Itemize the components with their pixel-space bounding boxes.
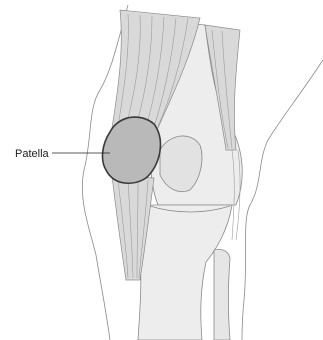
fibula [214, 249, 230, 340]
patella-callout: Patella [15, 148, 110, 160]
patella-label: Patella [15, 148, 50, 160]
